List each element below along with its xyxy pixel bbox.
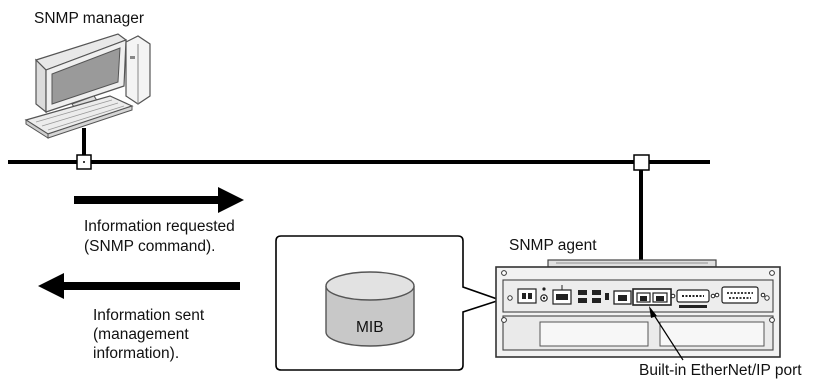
sent-label-line1: Information sent [93, 307, 205, 324]
response-arrow [38, 273, 240, 299]
sent-label-line3: information). [93, 345, 180, 362]
computer-icon [24, 33, 151, 139]
manager-label: SNMP manager [34, 10, 144, 27]
agent-label: SNMP agent [509, 237, 597, 254]
sent-label-line2: (management [93, 326, 189, 343]
request-arrow [74, 187, 244, 213]
port-label: Built-in EtherNet/IP port [639, 362, 802, 379]
agent-tap [633, 154, 650, 171]
controller-unit [495, 259, 781, 358]
request-label-line2: (SNMP command). [84, 238, 216, 255]
mib-label: MIB [356, 319, 384, 336]
request-label-line1: Information requested [84, 218, 235, 235]
mib-database-icon [325, 271, 415, 347]
port-pointer-arrow [649, 306, 684, 361]
